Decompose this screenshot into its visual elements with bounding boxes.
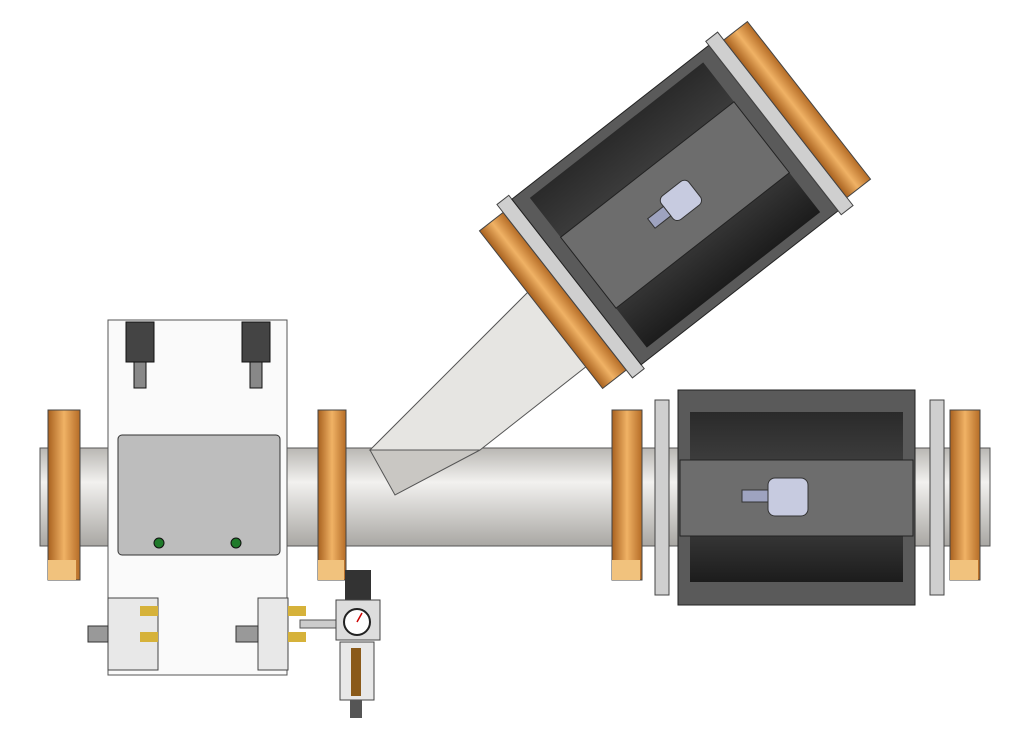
indicator-light-icon — [153, 537, 165, 549]
sensor-icon — [741, 477, 809, 517]
control-panel — [87, 319, 306, 676]
indicator-light-icon — [230, 537, 242, 549]
solenoid-icon — [125, 321, 271, 389]
flanges — [47, 409, 981, 581]
air-filter-regulator — [299, 570, 381, 718]
valve-manifold-icon — [87, 597, 306, 671]
sensor-icon — [646, 179, 703, 229]
upper-pinch-valve — [478, 20, 872, 390]
right-pinch-valve — [654, 389, 945, 606]
